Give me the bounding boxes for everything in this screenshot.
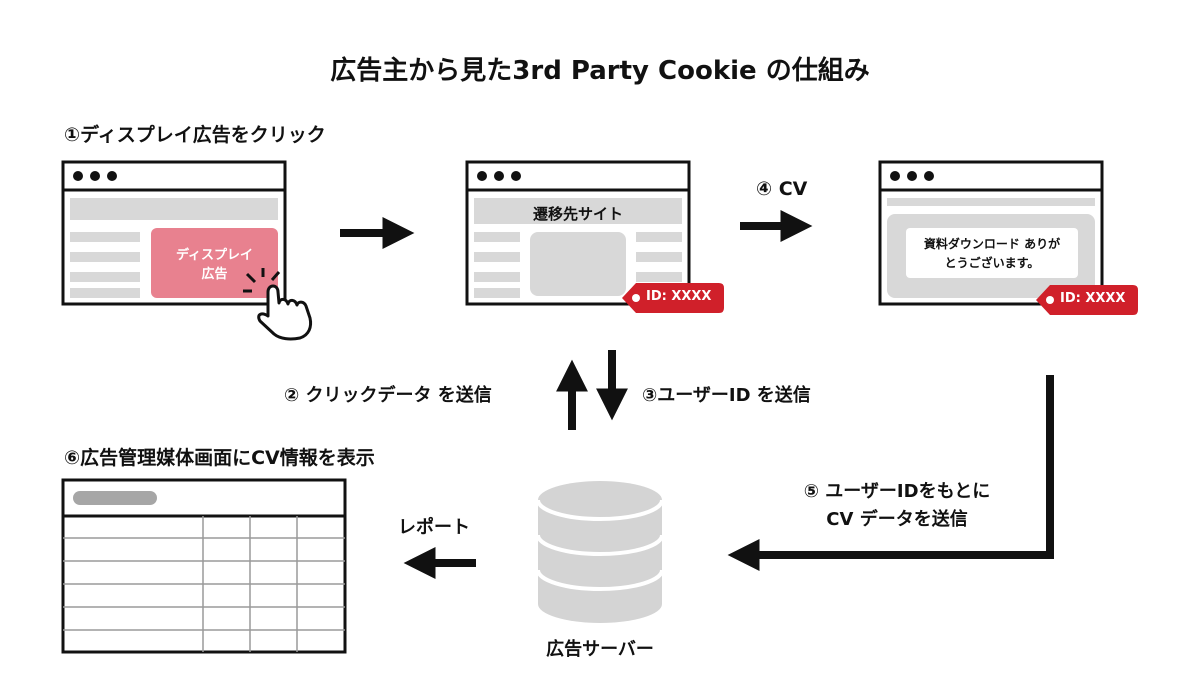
thanks-id-tag-text: ID: XXXX — [1060, 291, 1126, 306]
thanks-browser-window — [878, 160, 1104, 306]
window-dot-icon — [107, 171, 117, 181]
window-dot-icon — [73, 171, 83, 181]
window-dot-icon — [907, 171, 917, 181]
report-table-window — [61, 478, 347, 654]
landing-id-tag-text: ID: XXXX — [646, 289, 712, 304]
ad-line1: ディスプレイ — [175, 248, 254, 263]
hand-pointer-icon — [243, 268, 313, 341]
window-dot-icon — [90, 171, 100, 181]
id-tag-icon — [622, 283, 724, 313]
landing-browser-window — [465, 160, 691, 306]
thanks-message: 資料ダウンロード ありが とうございます。 — [906, 235, 1078, 273]
report-header-bar — [73, 491, 157, 505]
display-ad-text: ディスプレイ 広告 — [151, 246, 278, 284]
window-dot-icon — [511, 171, 521, 181]
database-server-icon — [536, 481, 664, 623]
step5-line1: ⑤ ユーザーIDをもとに — [803, 481, 991, 502]
ad-line2: 広告 — [201, 267, 228, 282]
arrow-elbow-icon — [727, 375, 1054, 571]
thanks-line1: 資料ダウンロード ありが — [923, 237, 1061, 251]
step2-label: ② クリックデータ を送信 — [284, 385, 492, 406]
report-label: レポート — [398, 517, 470, 538]
step1-label: ①ディスプレイ広告をクリック — [64, 124, 326, 146]
diagram-title: 広告主から見た3rd Party Cookie の仕組み — [330, 56, 870, 86]
display-ad-banner — [151, 228, 278, 298]
window-dot-icon — [494, 171, 504, 181]
thanks-line2: とうございます。 — [944, 256, 1040, 270]
step6-label: ⑥広告管理媒体画面にCV情報を表示 — [64, 447, 375, 469]
step3-label: ③ユーザーID を送信 — [642, 385, 811, 406]
ad-browser-window — [61, 160, 287, 306]
step5-line2: CV データを送信 — [826, 509, 968, 530]
landing-site-label: 遷移先サイト — [532, 205, 623, 223]
window-dot-icon — [924, 171, 934, 181]
window-dot-icon — [477, 171, 487, 181]
step4-label: ④ CV — [756, 178, 808, 200]
step5-label: ⑤ ユーザーIDをもとに CV データを送信 — [770, 478, 1024, 534]
window-dot-icon — [890, 171, 900, 181]
id-tag-icon — [1036, 285, 1138, 315]
server-label: 広告サーバー — [546, 639, 654, 660]
